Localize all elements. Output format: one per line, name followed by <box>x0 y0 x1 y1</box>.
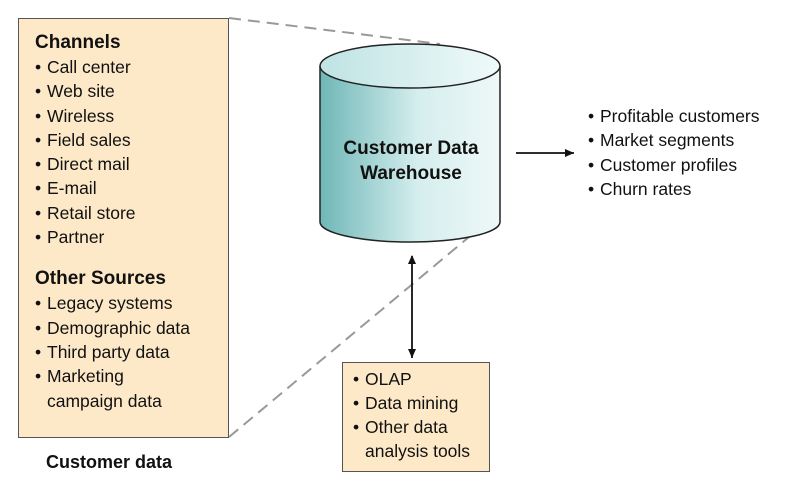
output-item: Market segments <box>588 128 760 153</box>
customer-data-caption: Customer data <box>46 452 173 472</box>
tool-item: Data mining <box>353 391 489 415</box>
output-item: Churn rates <box>588 177 760 202</box>
channel-item: Direct mail <box>35 152 228 177</box>
channel-item: Web site <box>35 79 228 104</box>
tools-list: OLAP Data mining Other data analysis too… <box>353 367 489 463</box>
zoom-connector-top <box>228 17 441 45</box>
channel-item: Field sales <box>35 128 228 153</box>
other-sources-title: Other Sources <box>35 268 166 290</box>
other-source-item: Legacy systems <box>35 291 228 316</box>
other-sources-list: Legacy systems Demographic data Third pa… <box>35 291 228 412</box>
output-item: Profitable customers <box>588 104 760 129</box>
other-source-item: Demographic data <box>35 316 228 341</box>
warehouse-label-line2: Warehouse <box>360 163 462 184</box>
channel-item: E-mail <box>35 176 228 201</box>
zoom-connector-bottom <box>228 231 476 438</box>
channels-list: Call center Web site Wireless Field sale… <box>35 55 228 250</box>
warehouse-label: Customer Data Warehouse <box>320 136 502 186</box>
other-source-item: Third party data <box>35 340 228 365</box>
channel-item: Partner <box>35 225 228 250</box>
tool-item: Other data analysis tools <box>353 415 485 463</box>
output-item: Customer profiles <box>588 153 760 178</box>
warehouse-label-line1: Customer Data <box>343 138 479 159</box>
other-source-item: Marketing campaign data <box>35 364 197 413</box>
channels-title: Channels <box>35 32 121 53</box>
channel-item: Wireless <box>35 104 228 129</box>
customer-data-sources-box: Channels Call center Web site Wireless F… <box>18 18 229 438</box>
warehouse-cylinder <box>319 43 501 243</box>
analysis-tools-box: OLAP Data mining Other data analysis too… <box>342 362 490 472</box>
tool-item: OLAP <box>353 367 489 391</box>
channel-item: Retail store <box>35 201 228 226</box>
outputs-list: Profitable customers Market segments Cus… <box>588 104 760 201</box>
channel-item: Call center <box>35 55 228 80</box>
